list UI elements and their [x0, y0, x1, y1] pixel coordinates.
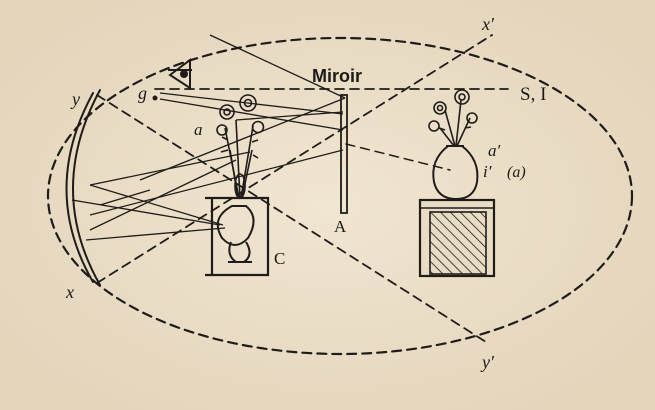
x-prime-label: x′ — [481, 14, 495, 34]
y-label: y — [70, 89, 80, 109]
x-label: x — [65, 282, 74, 302]
a-label: a — [194, 120, 203, 139]
eye-icon — [168, 58, 192, 90]
image-bouquet — [428, 89, 478, 147]
s-i-label: S, I — [520, 84, 546, 105]
eye-point — [152, 95, 158, 101]
plane-mirror — [340, 94, 348, 214]
g-label: g — [138, 83, 147, 103]
hidden-vase — [216, 205, 255, 263]
mirror-label: Miroir — [312, 66, 362, 86]
dashed-axis-lines — [96, 34, 509, 343]
bouquet-a — [216, 94, 265, 199]
light-rays — [71, 34, 346, 241]
concave-mirror — [65, 89, 101, 286]
i-prime-label: i′ — [483, 162, 492, 181]
box-letter-label: C — [274, 249, 285, 268]
a-prime-label: a′ — [488, 141, 501, 160]
i-prime-paren-label: (a) — [507, 164, 526, 181]
dashed-ellipse — [46, 36, 634, 356]
pedestal — [418, 198, 496, 278]
y-prime-label: y′ — [480, 352, 495, 372]
box-c — [205, 196, 270, 277]
mirror-letter-label: A — [334, 217, 347, 236]
